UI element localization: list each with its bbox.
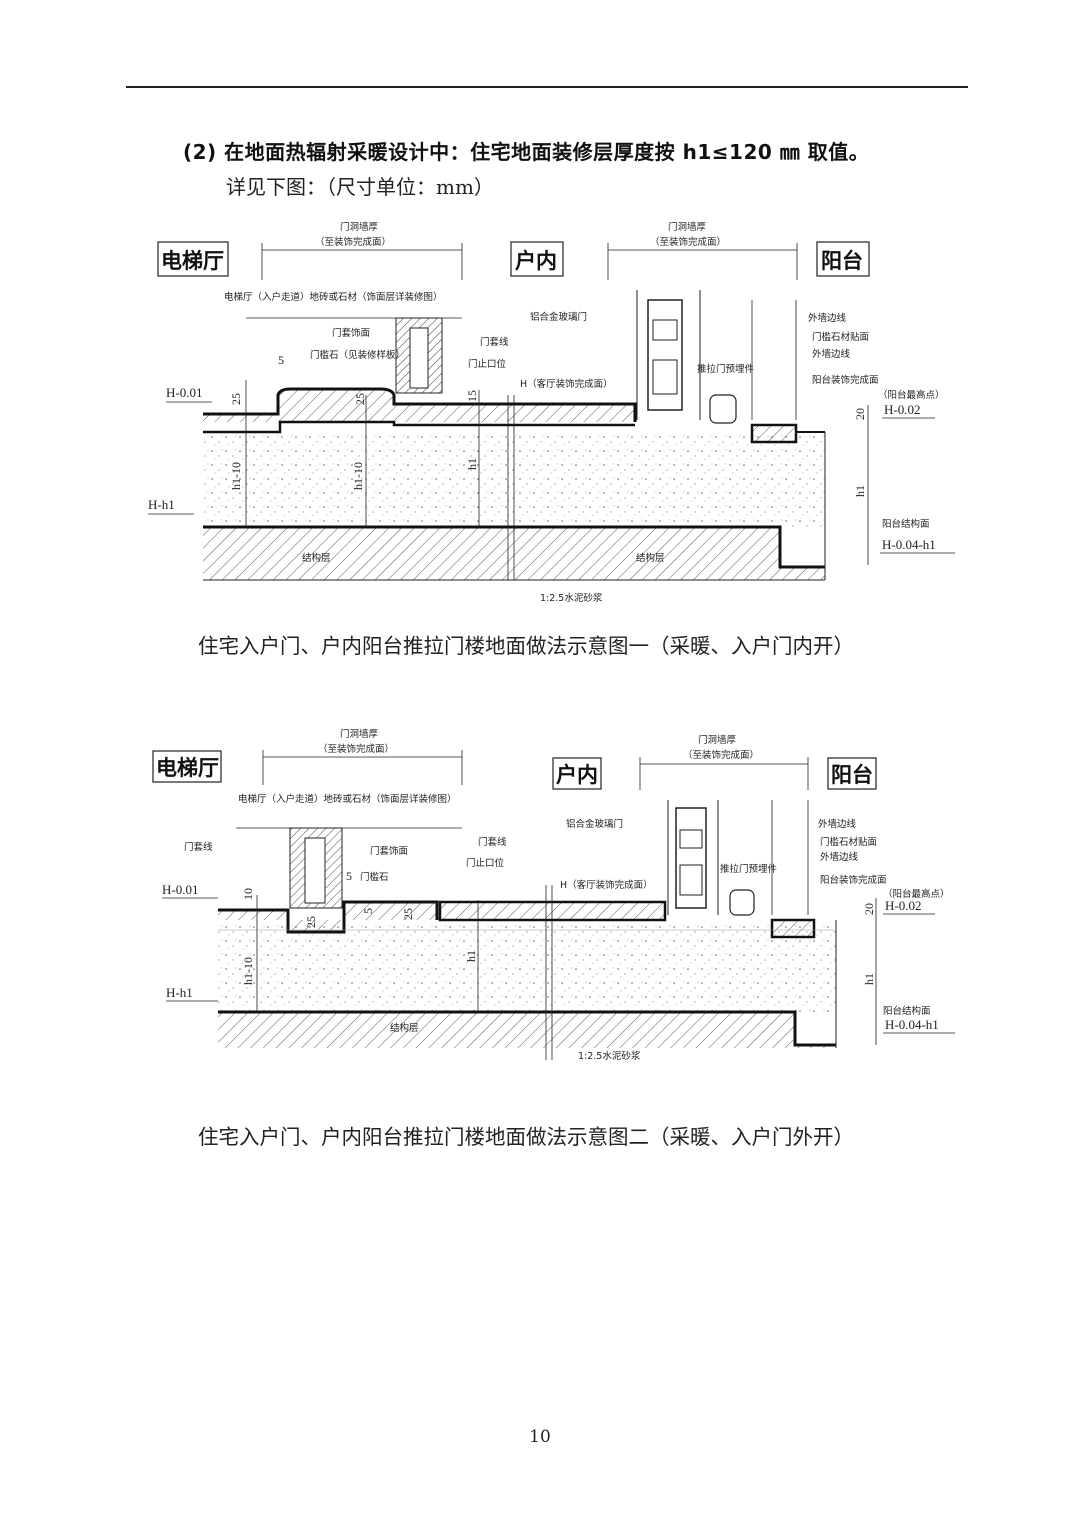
dim-h1-10-a: h1-10 <box>229 462 243 490</box>
elev-h-h1-2: H-h1 <box>166 985 193 1000</box>
note-balcony-high-2: （阳台最高点） <box>883 888 950 900</box>
note-door-trim-2: 门套线 <box>478 836 507 848</box>
note-ext-wall-edge-c: 外墙边线 <box>820 851 859 863</box>
dim-25-c: 25 <box>304 916 318 928</box>
dim-h1-a: h1 <box>465 458 479 470</box>
door-frame-left-2 <box>236 827 462 909</box>
elev-h-0-04-h1-2: H-0.04-h1 <box>885 1017 939 1032</box>
dim-door-wall-right-2: 门洞墙厚 （至装饰完成面） <box>639 734 809 790</box>
svg-text:门洞墙厚: 门洞墙厚 <box>668 221 707 233</box>
note-living-floor: H（客厅装饰完成面） <box>520 378 613 390</box>
note-balcony-high: （阳台最高点） <box>878 389 945 401</box>
dim-h1-10-c: h1-10 <box>241 957 255 985</box>
zone-label-indoor: 户内 <box>510 241 564 277</box>
dim-15: 15 <box>465 390 479 402</box>
svg-text:电梯厅: 电梯厅 <box>156 756 219 780</box>
svg-text:（至装饰完成面）: （至装饰完成面） <box>318 743 394 755</box>
dim-5-a: 5 <box>346 869 352 883</box>
dim-20-b: 20 <box>862 903 876 915</box>
svg-text:门洞墙厚: 门洞墙厚 <box>340 221 379 233</box>
dim-door-wall-right: 门洞墙厚 （至装饰完成面） <box>607 221 798 280</box>
svg-text:门洞墙厚: 门洞墙厚 <box>698 734 737 746</box>
note-balcony-finish: 阳台装饰完成面 <box>812 374 879 386</box>
dim-door-wall-left-2: 门洞墙厚 （至装饰完成面） <box>262 728 463 785</box>
dim-5: 5 <box>278 353 284 367</box>
note-door-stop: 门止口位 <box>468 358 507 370</box>
note-ext-wall-edge-2: 外墙边线 <box>812 348 851 360</box>
figure-2-floor-section: 电梯厅 户内 阳台 门洞墙厚 （至装饰完成面） 门洞墙厚 （至装饰完成面） <box>152 728 955 1062</box>
header-rule <box>126 86 968 88</box>
dim-h1-10-b: h1-10 <box>351 462 365 490</box>
dim-25-a: 25 <box>229 393 243 405</box>
zone-label-indoor-2: 户内 <box>552 757 602 790</box>
zone-label-elevator-hall-2: 电梯厅 <box>152 750 222 783</box>
dim-25-d: 25 <box>401 908 415 920</box>
floor-section-body <box>203 387 826 581</box>
note-door-trim-left-2: 门套线 <box>184 841 213 853</box>
note-door-cover: 门套饰面 <box>332 327 370 339</box>
note-structure-3: 结构层 <box>390 1022 419 1034</box>
dim-5-b: 5 <box>361 908 375 914</box>
note-slide-rail: 推拉门预埋件 <box>697 363 755 375</box>
elev-h-0-01: H-0.01 <box>166 385 202 400</box>
zone-label-balcony: 阳台 <box>816 241 870 277</box>
note-ext-wall-edge-b: 外墙边线 <box>818 818 857 830</box>
door-frame-left <box>246 317 462 394</box>
svg-text:户内: 户内 <box>556 763 598 787</box>
note-balcony-struct: 阳台结构面 <box>882 518 930 530</box>
note-mortar: 1:2.5水泥砂浆 <box>540 592 603 604</box>
note-balcony-finish-2: 阳台装饰完成面 <box>820 874 887 886</box>
dim-door-wall-left: 门洞墙厚 （至装饰完成面） <box>261 221 463 280</box>
note-slide-rail-2: 推拉门预埋件 <box>720 863 778 875</box>
svg-text:门洞墙厚: 门洞墙厚 <box>340 728 379 740</box>
figure-1-floor-section: 电梯厅 户内 阳台 门洞墙厚 （至装饰完成面） 门洞墙厚 （至装饰完成面） <box>148 221 955 604</box>
floor-section-body-2 <box>218 885 837 1060</box>
svg-text:阳台: 阳台 <box>821 249 863 273</box>
svg-text:（至装饰完成面）: （至装饰完成面） <box>650 236 726 248</box>
note-mortar-2: 1:2.5水泥砂浆 <box>578 1050 641 1062</box>
svg-text:户内: 户内 <box>515 249 557 273</box>
dim-h1-d: h1 <box>862 973 876 985</box>
section-subline: 详见下图：（尺寸单位：mm） <box>226 175 494 199</box>
elev-h-h1: H-h1 <box>148 497 175 512</box>
svg-text:电梯厅: 电梯厅 <box>161 249 224 273</box>
note-sill-stone-face-2: 门槛石材贴面 <box>820 836 877 848</box>
zone-label-balcony-2: 阳台 <box>827 757 877 790</box>
note-structure: 结构层 <box>302 552 331 564</box>
dim-h1-c: h1 <box>464 950 478 962</box>
page-number: 10 <box>529 1427 551 1447</box>
note-sill-stone-face: 门槛石材贴面 <box>812 331 869 343</box>
figure-2-caption: 住宅入户门、户内阳台推拉门楼地面做法示意图二（采暖、入户门外开） <box>198 1125 854 1149</box>
note-balcony-struct-2: 阳台结构面 <box>883 1005 931 1017</box>
svg-text:阳台: 阳台 <box>831 763 873 787</box>
dim-h1-b: h1 <box>853 485 867 497</box>
dim-20: 20 <box>853 408 867 420</box>
note-structure-2: 结构层 <box>636 552 665 564</box>
zone-label-elevator-hall: 电梯厅 <box>157 241 229 277</box>
elev-h-0-02-2: H-0.02 <box>885 898 921 913</box>
dim-10: 10 <box>241 888 255 900</box>
note-sill-stone: 门槛石（见装修样板） <box>310 349 405 361</box>
sliding-door-profile <box>636 290 797 424</box>
sliding-door-profile-2 <box>667 800 809 916</box>
section-heading: (2) 在地面热辐射采暖设计中：住宅地面装修层厚度按 h1≤120 ㎜ 取值。 <box>183 140 870 164</box>
note-alu-door-2: 铝合金玻璃门 <box>566 818 623 830</box>
note-living-floor-2: H（客厅装饰完成面） <box>560 879 653 891</box>
svg-text:（至装饰完成面）: （至装饰完成面） <box>683 749 759 761</box>
note-sill-stone-2: 门槛石 <box>360 871 389 883</box>
elev-h-0-04-h1: H-0.04-h1 <box>882 537 936 552</box>
note-door-trim: 门套线 <box>480 336 509 348</box>
elev-h-0-02: H-0.02 <box>884 402 920 417</box>
note-corridor-2: 电梯厅（入户走道）地砖或石材（饰面层详装修图） <box>238 793 457 805</box>
note-corridor: 电梯厅（入户走道）地砖或石材（饰面层详装修图） <box>224 291 443 303</box>
elev-h-0-01-2: H-0.01 <box>162 882 198 897</box>
note-alu-door: 铝合金玻璃门 <box>530 311 587 323</box>
note-door-stop-2: 门止口位 <box>466 857 505 869</box>
svg-text:（至装饰完成面）: （至装饰完成面） <box>315 236 391 248</box>
dim-25-b: 25 <box>353 393 367 405</box>
note-ext-wall-edge: 外墙边线 <box>808 312 847 324</box>
figure-1-caption: 住宅入户门、户内阳台推拉门楼地面做法示意图一（采暖、入户门内开） <box>198 634 854 658</box>
note-door-cover-2: 门套饰面 <box>370 845 408 857</box>
